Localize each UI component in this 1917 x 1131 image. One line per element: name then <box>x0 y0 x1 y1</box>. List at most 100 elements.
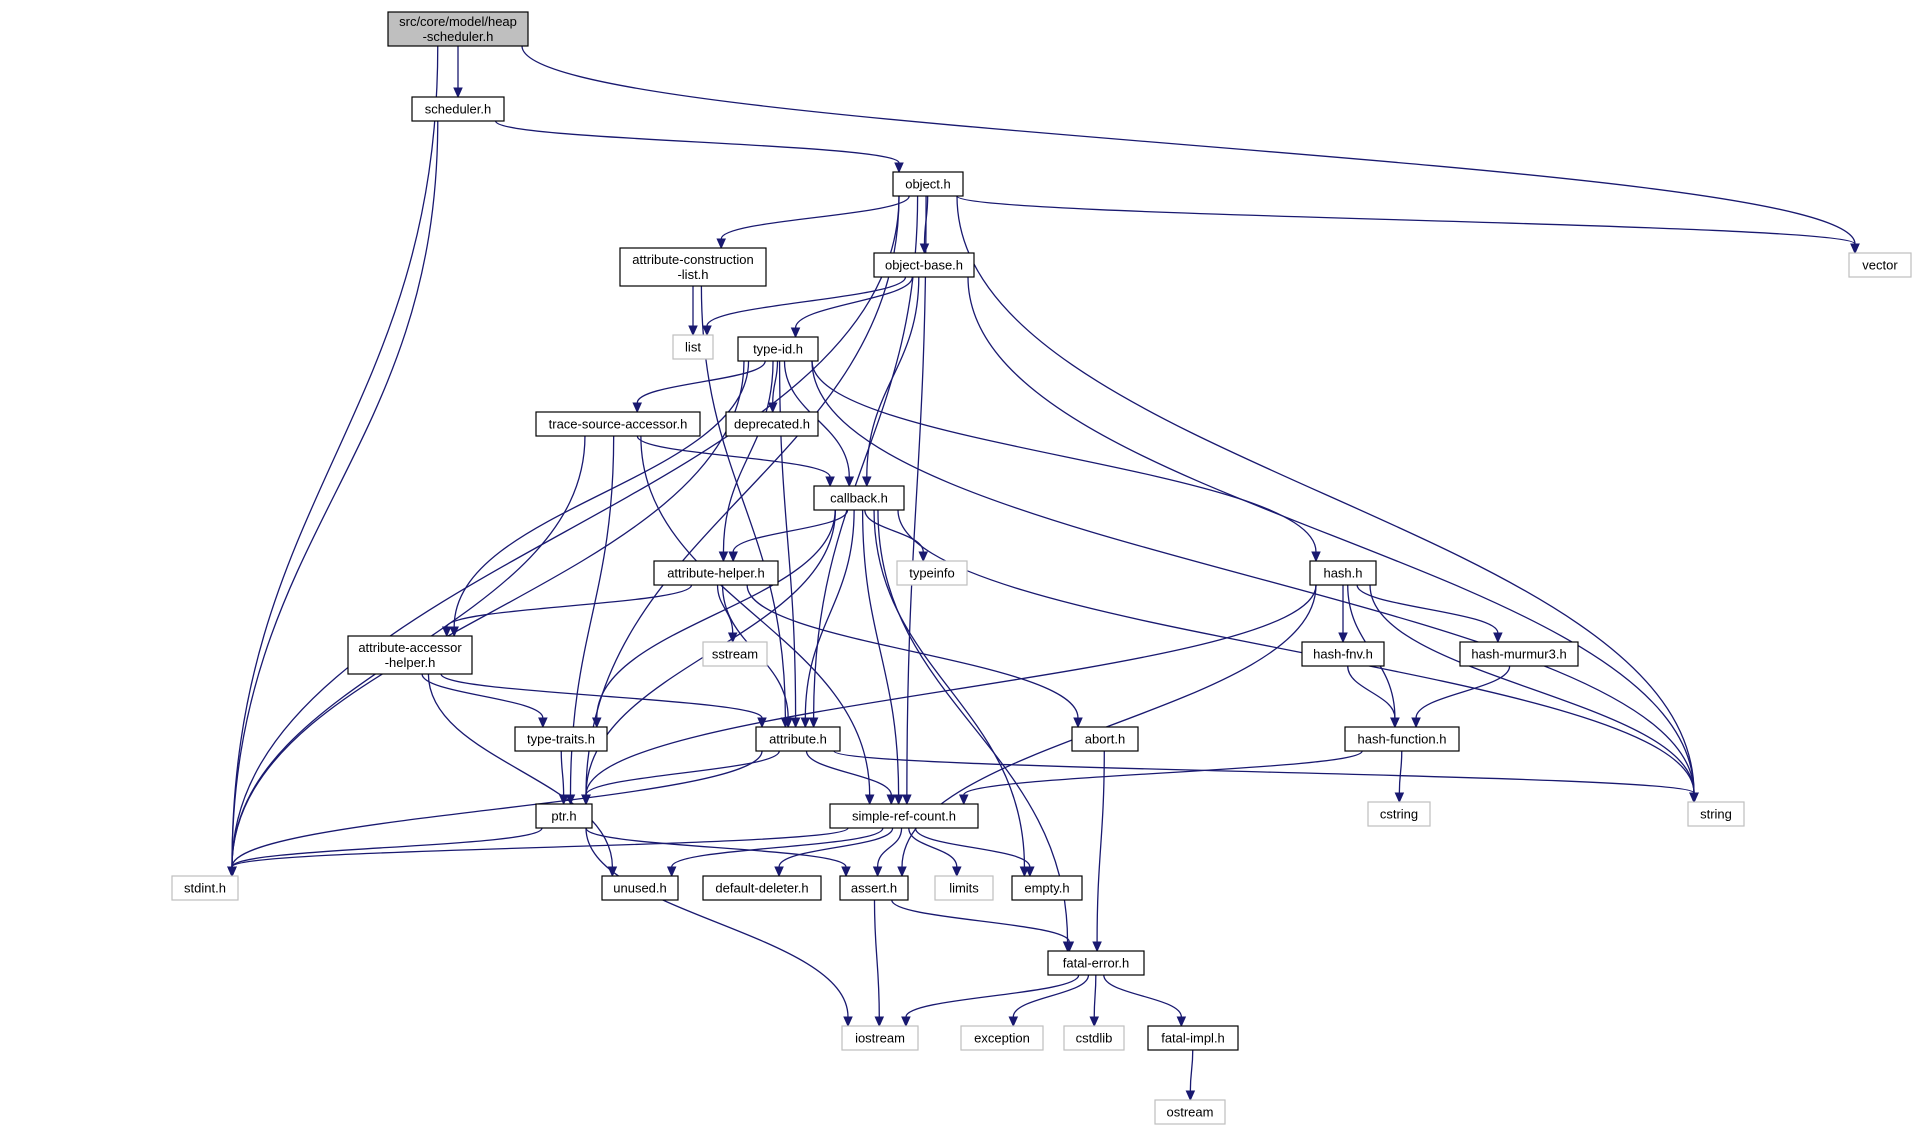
node-hash-murmur3[interactable]: hash-murmur3.h <box>1459 641 1579 667</box>
arrowhead <box>825 476 835 488</box>
edge-line <box>706 276 907 327</box>
node-object[interactable]: object.h <box>892 171 964 197</box>
node-box <box>1367 801 1431 827</box>
node-attribute[interactable]: attribute.h <box>755 726 841 752</box>
edge-line <box>967 276 1695 794</box>
arrowhead <box>790 327 801 339</box>
edge-line <box>585 827 847 868</box>
edge-line <box>421 673 544 719</box>
edge-hash-murmur3-to-hash-function <box>1411 665 1511 729</box>
arrowhead <box>874 1016 885 1028</box>
node-label: typeinfo <box>909 566 955 581</box>
node-label: fatal-impl.h <box>1161 1031 1225 1046</box>
node-label: src/core/model/heap <box>399 14 517 29</box>
node-hash-fnv[interactable]: hash-fnv.h <box>1301 641 1385 667</box>
node-abort[interactable]: abort.h <box>1071 726 1139 752</box>
edge-line <box>1096 750 1105 943</box>
edge-line <box>876 827 903 868</box>
edge-fatal-error-to-iostream <box>901 974 1080 1028</box>
node-empty[interactable]: empty.h <box>1011 875 1083 901</box>
node-heap-scheduler[interactable]: src/core/model/heap-scheduler.h <box>387 11 529 47</box>
edge-hash-fnv-to-hash-function <box>1347 665 1400 729</box>
node-fatal-error[interactable]: fatal-error.h <box>1047 950 1145 976</box>
node-box <box>1301 641 1385 667</box>
node-attribute-helper[interactable]: attribute-helper.h <box>653 560 779 586</box>
node-label: hash-function.h <box>1358 732 1447 747</box>
node-label: deprecated.h <box>734 417 810 432</box>
node-trace-source-accessor[interactable]: trace-source-accessor.h <box>535 411 701 437</box>
edge-type-id-to-trace-source-accessor <box>632 360 766 414</box>
edge-line <box>914 827 1031 868</box>
node-ptr[interactable]: ptr.h <box>535 803 593 829</box>
node-simple-ref-count[interactable]: simple-ref-count.h <box>829 803 979 829</box>
edge-type-id-to-attribute-accessor-helper <box>449 360 750 638</box>
node-label: stdint.h <box>184 881 226 896</box>
node-default-deleter[interactable]: default-deleter.h <box>702 875 822 901</box>
node-box <box>653 560 779 586</box>
node-scheduler[interactable]: scheduler.h <box>411 96 505 122</box>
edge-hash-to-hash-murmur3 <box>1356 584 1503 644</box>
edge-line <box>956 195 1856 245</box>
arrowhead <box>718 551 729 563</box>
node-exception: exception <box>960 1025 1044 1051</box>
arrowhead <box>558 794 569 806</box>
node-box <box>1848 252 1912 278</box>
edge-line <box>427 673 614 868</box>
edge-type-traits-to-ptr <box>558 750 569 806</box>
node-label: empty.h <box>1024 881 1069 896</box>
edge-type-id-to-hash <box>811 360 1321 563</box>
edge-line <box>1347 665 1396 719</box>
node-hash-function[interactable]: hash-function.h <box>1344 726 1460 752</box>
arrowhead <box>893 794 904 806</box>
edge-line <box>908 827 958 868</box>
edge-hash-to-hash-fnv <box>1338 585 1348 644</box>
node-list: list <box>672 334 714 360</box>
edge-heap-scheduler-to-stdint <box>227 45 439 878</box>
edge-line <box>1356 584 1499 634</box>
node-box <box>755 726 841 752</box>
edge-line <box>732 509 849 553</box>
edge-ptr-to-assert <box>585 827 851 878</box>
node-fatal-impl[interactable]: fatal-impl.h <box>1147 1025 1239 1051</box>
edge-callback-to-simple-ref-count <box>861 509 904 806</box>
edge-fatal-error-to-fatal-impl <box>1103 974 1187 1028</box>
node-ostream: ostream <box>1154 1099 1226 1125</box>
edge-line <box>811 360 1317 553</box>
node-box <box>1154 1099 1226 1125</box>
arrowhead <box>901 1016 911 1028</box>
node-label: hash-murmur3.h <box>1471 647 1566 662</box>
node-unused[interactable]: unused.h <box>601 875 679 901</box>
edge-line <box>906 195 927 796</box>
node-box <box>1309 560 1377 586</box>
node-hash[interactable]: hash.h <box>1309 560 1377 586</box>
node-label: callback.h <box>830 491 888 506</box>
node-box <box>702 641 768 667</box>
edge-object-to-simple-ref-count <box>902 195 927 806</box>
node-deprecated[interactable]: deprecated.h <box>725 411 819 437</box>
arrowhead <box>1390 717 1400 729</box>
edge-simple-ref-count-to-stdint <box>227 827 849 878</box>
edge-line <box>804 509 855 719</box>
edge-simple-ref-count-to-default-deleter <box>774 827 894 878</box>
edge-heap-scheduler-to-vector <box>521 45 1860 255</box>
arrowhead <box>1411 717 1421 729</box>
edge-fatal-error-to-exception <box>1008 974 1090 1028</box>
node-box <box>672 334 714 360</box>
node-label: assert.h <box>851 881 897 896</box>
node-box <box>934 875 994 901</box>
node-type-id[interactable]: type-id.h <box>737 336 819 362</box>
node-object-base[interactable]: object-base.h <box>873 252 975 278</box>
node-attribute-construction-list[interactable]: attribute-construction-list.h <box>619 247 767 287</box>
node-assert[interactable]: assert.h <box>839 875 909 901</box>
edge-line <box>585 750 780 796</box>
node-callback[interactable]: callback.h <box>813 485 905 511</box>
edge-line <box>805 750 892 796</box>
arrowhead <box>728 551 738 563</box>
node-cstdlib: cstdlib <box>1063 1025 1125 1051</box>
node-label: vector <box>1862 258 1898 273</box>
node-attribute-accessor-helper[interactable]: attribute-accessor-helper.h <box>347 635 473 675</box>
node-type-traits[interactable]: type-traits.h <box>514 726 608 752</box>
node-box <box>813 485 905 511</box>
node-label: attribute.h <box>769 732 827 747</box>
node-label: attribute-helper.h <box>667 566 765 581</box>
